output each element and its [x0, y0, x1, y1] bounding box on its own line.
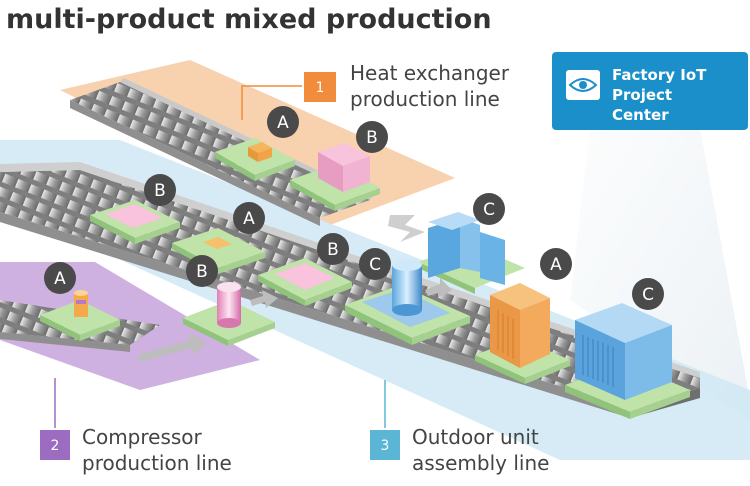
transfer-arrow: [250, 290, 278, 308]
marker-b-4: B: [317, 233, 349, 265]
marker-a-4: A: [540, 248, 572, 280]
transfer-arrow: [425, 278, 452, 298]
marker-c-3: C: [632, 278, 664, 310]
line-label-3: 3 Outdoor unit assembly line: [370, 425, 549, 475]
iot-center-box: Factory IoT Project Center: [552, 52, 748, 130]
svg-text:Outdoor unit: Outdoor unit: [412, 425, 539, 449]
svg-text:3: 3: [381, 438, 390, 454]
marker-a-2: A: [233, 202, 265, 234]
pallet: [40, 300, 120, 341]
heat-exchanger-part-b: [318, 143, 370, 192]
compressor-part-b: [217, 282, 241, 328]
svg-text:assembly line: assembly line: [412, 451, 549, 475]
svg-text:2: 2: [51, 438, 60, 454]
svg-text:A: A: [54, 269, 66, 289]
svg-text:Project: Project: [612, 86, 672, 104]
pallet: [90, 200, 180, 244]
svg-text:1: 1: [316, 80, 325, 96]
page-title: multi-product mixed production: [6, 4, 492, 35]
svg-text:A: A: [243, 209, 255, 229]
svg-text:Compressor: Compressor: [82, 425, 203, 449]
marker-c-2: C: [473, 193, 505, 225]
svg-text:Factory IoT: Factory IoT: [612, 66, 707, 84]
svg-text:Center: Center: [612, 106, 669, 124]
compressor-cylinder: [392, 259, 422, 316]
marker-a-1: A: [267, 106, 299, 138]
svg-text:B: B: [366, 128, 378, 148]
outdoor-unit-panels: [428, 212, 505, 285]
svg-text:B: B: [327, 240, 339, 260]
svg-text:production line: production line: [82, 451, 232, 475]
svg-text:C: C: [369, 255, 381, 275]
line-label-1: 1 Heat exchanger production line: [304, 61, 510, 111]
svg-text:A: A: [277, 113, 289, 133]
svg-text:C: C: [483, 200, 495, 220]
marker-b-2: B: [144, 174, 176, 206]
outdoor-unit-c: [575, 303, 672, 400]
svg-text:B: B: [154, 181, 166, 201]
svg-text:production line: production line: [350, 87, 500, 111]
line-label-2: 2 Compressor production line: [40, 425, 232, 475]
outdoor-unit-a: [490, 283, 550, 368]
transfer-arrow: [138, 333, 207, 362]
heat-exchanger-part-a: [248, 142, 272, 162]
transfer-arrow: [388, 215, 425, 242]
marker-b-3: B: [186, 255, 218, 287]
marker-b-1: B: [356, 121, 388, 153]
marker-a-3: A: [44, 262, 76, 294]
svg-text:B: B: [196, 262, 208, 282]
pallet: [258, 258, 352, 306]
compressor-part-a: [74, 290, 88, 317]
svg-text:C: C: [642, 285, 654, 305]
svg-text:A: A: [550, 255, 562, 275]
eye-icon: [568, 78, 598, 92]
marker-c-1: C: [359, 248, 391, 280]
leader-line-1: [241, 85, 302, 120]
svg-text:Heat exchanger: Heat exchanger: [350, 61, 510, 85]
iot-beam: [570, 128, 750, 420]
